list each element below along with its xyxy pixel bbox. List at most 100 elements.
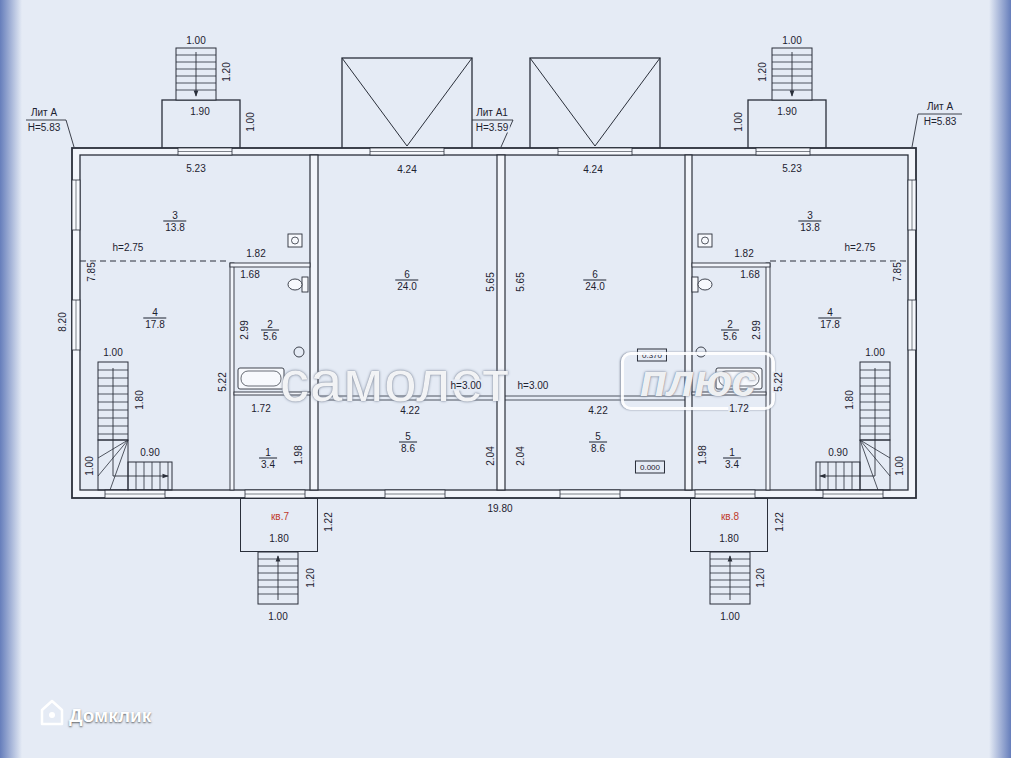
sink-drain [702,237,709,244]
dimension-label: 5.22 [773,371,784,392]
watermark: плюс [621,352,775,410]
dimension-label: h=2.75 [844,242,877,253]
window [695,490,755,498]
dimension-label: 1.98 [697,444,708,465]
room-label: 58.6 [589,431,607,454]
dimension-label: 2.99 [751,319,762,340]
window [105,490,165,498]
canopy-outline [342,58,472,150]
room-number: 4 [150,307,160,318]
dimension-label: 1.00 [245,111,256,132]
dimension-label: 1.20 [757,61,768,82]
window [756,148,810,155]
room-label: кв.8 [719,511,741,522]
toilet-tank [302,277,308,292]
window [72,300,80,350]
dimension-label: 5.23 [781,163,802,174]
window-pane [245,494,305,495]
building-letter: Н=3.59 [475,122,510,133]
window [558,148,632,155]
dimension-label: 19.80 [486,503,513,514]
dimension-label: 1.80 [134,389,145,410]
dimension-label: 2.99 [239,319,250,340]
stair-arrow [792,52,793,96]
window-pane [560,494,620,495]
room-area: 5.6 [721,330,739,342]
dimension-label: 1.00 [102,347,123,358]
room-label: 313.8 [798,210,821,233]
dimension-label: 1.22 [774,511,785,532]
bathtub-inner [241,371,281,386]
window-pane [912,180,913,230]
sink-drain [292,237,299,244]
dimension-label: 7.85 [892,261,903,282]
party-wall [685,155,692,490]
dimension-label: 1.82 [245,248,266,259]
window [370,148,444,155]
canopy-lines [530,58,660,146]
dimension-label: 1.90 [776,106,797,117]
window [908,300,916,350]
room-label: 417.8 [143,307,166,330]
dimension-label: 1.82 [733,248,754,259]
dimension-label: 1.00 [864,347,885,358]
dimension-label: 2.04 [485,445,496,466]
window-pane [178,151,232,152]
level-mark: 0.000 [635,461,665,474]
stair-arrow [820,368,875,476]
dimension-label: h=2.75 [112,242,145,253]
room-number: 1 [727,447,737,458]
room-area: 5.6 [261,330,279,342]
room-number: 3 [805,210,815,221]
brand-icon [42,701,62,724]
dimension-label: 1.00 [185,35,206,46]
stair-arrow [113,368,168,476]
window-pane [385,494,445,495]
room-area: 13.8 [798,221,821,233]
partition [230,263,310,267]
room-area: 17.8 [143,318,166,330]
dimension-label: 1.20 [755,567,766,588]
dimension-label: h=3.00 [450,380,483,391]
dimension-label: 1.00 [781,35,802,46]
dimension-label: 4.24 [396,164,417,175]
dimension-label: 1.00 [719,611,740,622]
room-label: 624.0 [395,269,418,292]
window-pane [76,300,77,350]
apartment-number: кв.7 [269,511,291,522]
room-label: 25.6 [721,319,739,342]
level-value: 0.000 [638,463,662,472]
porch-outline [162,100,240,150]
room-area: 24.0 [583,280,606,292]
room-number: 2 [725,319,735,330]
room-number: 6 [402,269,412,280]
room-label: 13.4 [723,447,741,470]
dimension-label: 1.68 [239,269,260,280]
window-pane [105,494,165,495]
dimension-label: 5.65 [485,271,496,292]
dimension-label: 4.22 [587,405,608,416]
room-label: 417.8 [818,307,841,330]
dimension-label: 1.80 [268,533,289,544]
dimension-label: 1.00 [84,455,95,476]
dimension-label: 1.20 [305,567,316,588]
window-pane [912,300,913,350]
porch: кв.8 [690,498,768,552]
dimension-label: 1.72 [250,403,271,414]
dimension-label: 1.90 [189,106,210,117]
room-number: 1 [263,447,273,458]
dimension-label: 5.65 [515,271,526,292]
dimension-label: 4.22 [399,405,420,416]
bathtub [238,368,284,389]
height-line [80,261,230,262]
dimension-label: 1.00 [267,611,288,622]
window-pane [695,494,755,495]
window [72,180,80,230]
room-area: 17.8 [818,318,841,330]
window [823,490,883,498]
dimension-label: 1.22 [323,511,334,532]
window-pane [558,151,632,152]
stair-outline [258,552,298,604]
canopy-lines [342,58,472,146]
sink [288,234,302,247]
